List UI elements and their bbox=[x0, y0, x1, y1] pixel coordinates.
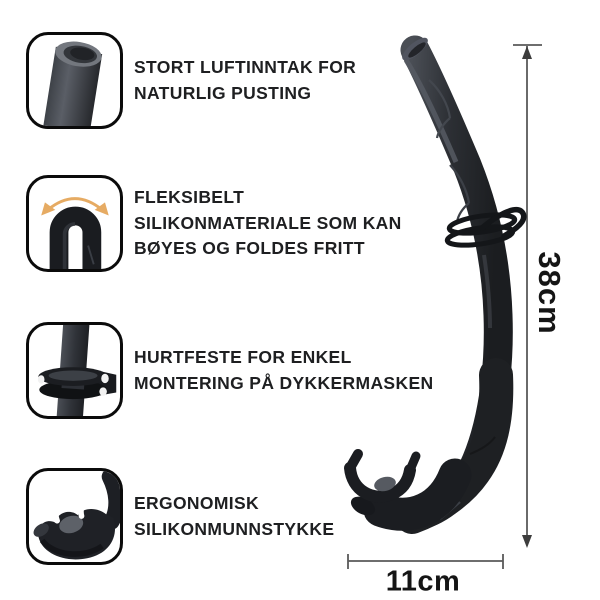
feature-caption: HURTFESTE FOR ENKEL MONTERING PÅ DYKKERM… bbox=[134, 345, 433, 396]
up-arrow-icon bbox=[522, 46, 532, 59]
caption-line: STORT LUFTINNTAK FOR bbox=[134, 57, 357, 77]
height-dimension-label: 38cm bbox=[532, 251, 567, 335]
width-dimension-line bbox=[347, 554, 504, 569]
caption-line: ERGONOMISK bbox=[134, 493, 260, 513]
feature-mouthpiece: ERGONOMISK SILIKONMUNNSTYKKE bbox=[26, 468, 334, 565]
mask-clip-photo bbox=[26, 322, 123, 419]
curved-double-arrow-icon bbox=[41, 197, 109, 216]
caption-line: SILIKONMATERIALE SOM KAN bbox=[134, 212, 402, 233]
caption-line: BØYES OG FOLDES FRITT bbox=[134, 238, 365, 259]
caption-line: HURTFESTE FOR ENKEL bbox=[134, 347, 352, 367]
width-dimension-label: 11cm bbox=[385, 565, 461, 598]
feature-caption: ERGONOMISK SILIKONMUNNSTYKKE bbox=[134, 491, 334, 542]
mask-keeper-clip bbox=[444, 207, 527, 248]
down-arrow-icon bbox=[522, 535, 532, 548]
snorkel-product-image bbox=[344, 35, 542, 569]
feature-quick-mount-clip: HURTFESTE FOR ENKEL MONTERING PÅ DYKKERM… bbox=[26, 322, 433, 419]
height-dimension-line bbox=[513, 44, 542, 535]
caption-line: SILIKONMUNNSTYKKE bbox=[134, 518, 335, 539]
silicone-mouthpiece-photo bbox=[26, 468, 123, 565]
feature-caption: STORT LUFTINNTAK FOR NATURLIG PUSTING bbox=[134, 55, 356, 106]
clip-on-tube-icon bbox=[37, 325, 117, 416]
bent-tube-icon bbox=[41, 197, 109, 269]
feature-air-intake: STORT LUFTINNTAK FOR NATURLIG PUSTING bbox=[26, 32, 356, 129]
caption-line: NATURLIG PUSTING bbox=[134, 82, 312, 103]
caption-line: FLEKSIBELT bbox=[134, 187, 245, 208]
feature-caption: FLEKSIBELT SILIKONMATERIALE SOM KAN BØYE… bbox=[134, 185, 402, 262]
tube-opening-icon bbox=[41, 41, 103, 126]
feature-flexible-silicone: FLEKSIBELT SILIKONMATERIALE SOM KAN BØYE… bbox=[26, 175, 402, 272]
mouthpiece-icon bbox=[33, 471, 120, 560]
bent-silicone-tube-photo bbox=[26, 175, 123, 272]
snorkel-body bbox=[344, 35, 514, 534]
caption-line: MONTERING PÅ DYKKERMASKEN bbox=[134, 372, 434, 393]
snorkel-top-opening-photo bbox=[26, 32, 123, 129]
